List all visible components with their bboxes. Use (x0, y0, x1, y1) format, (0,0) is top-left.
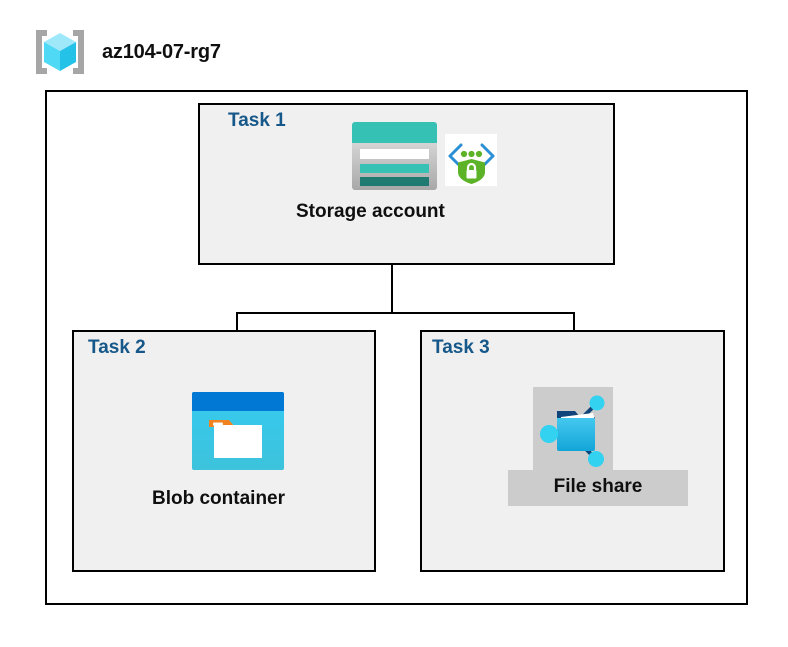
connector-horizontal-bus (236, 312, 575, 314)
resource-group-name: az104-07-rg7 (102, 40, 221, 63)
storage-account-icon (352, 122, 437, 190)
file-share-caption: File share (508, 470, 688, 506)
task-1-label: Task 1 (228, 110, 286, 131)
blob-container-icon (192, 392, 284, 470)
blob-container-caption: Blob container (152, 488, 286, 509)
resource-group-header: az104-07-rg7 (32, 26, 221, 78)
resource-group-cube-icon (32, 26, 88, 78)
storage-account-caption: Storage account (296, 201, 445, 222)
task-3-label: Task 3 (432, 337, 490, 358)
task-2-label: Task 2 (88, 337, 146, 358)
connector-storage-stem (391, 265, 393, 314)
secure-endpoint-shield-icon (445, 134, 497, 186)
file-share-icon (533, 387, 613, 470)
